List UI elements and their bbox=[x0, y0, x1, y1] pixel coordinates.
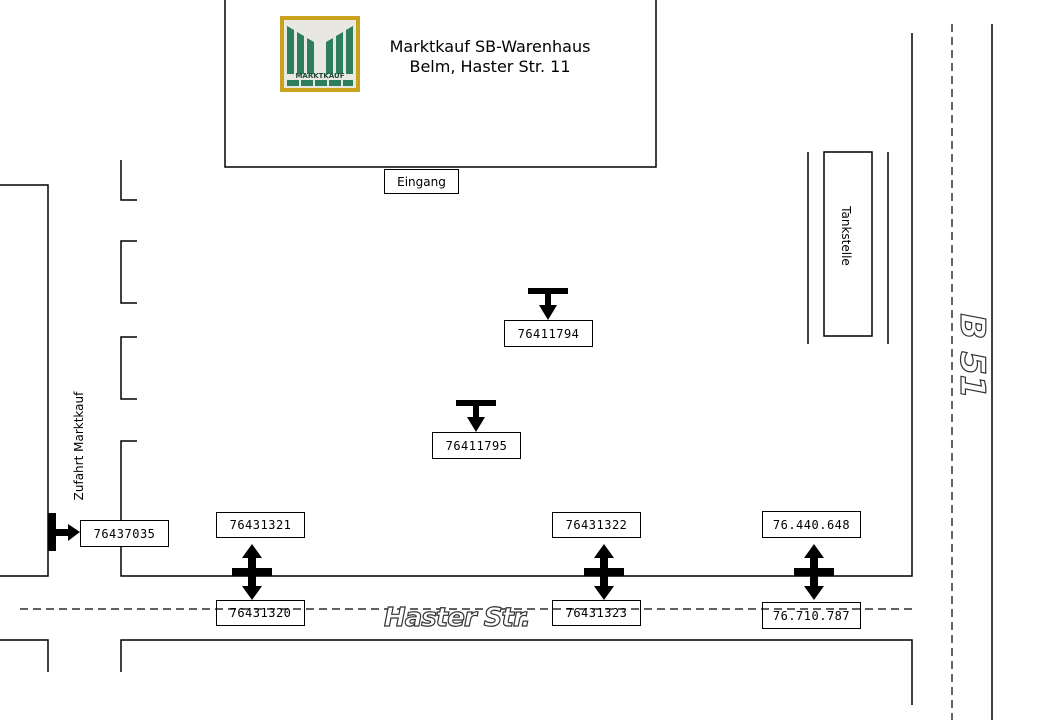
marker-label[interactable]: 76411795 bbox=[432, 432, 521, 459]
store-name: Marktkauf SB-Warenhaus bbox=[389, 37, 591, 56]
marker-label[interactable]: 76411794 bbox=[504, 320, 593, 347]
marker-label[interactable]: 76431323 bbox=[552, 600, 641, 626]
marker-symbol-cross-1 bbox=[232, 544, 272, 600]
access-road-label: Zufahrt Marktkauf bbox=[72, 391, 86, 501]
parking-lot-boundary bbox=[120, 33, 913, 577]
marker-label[interactable]: 76.710.787 bbox=[762, 602, 861, 629]
marker-label[interactable]: 76437035 bbox=[80, 520, 169, 547]
marker-label[interactable]: 76431320 bbox=[216, 600, 305, 626]
street-south-left bbox=[0, 639, 49, 672]
marker-symbol-cross-2 bbox=[584, 544, 624, 600]
street-south-right bbox=[120, 639, 913, 705]
parking-bay-1 bbox=[120, 160, 137, 201]
marktkauf-logo: MARKTKAUF bbox=[280, 16, 360, 92]
parking-bay-3 bbox=[120, 336, 137, 400]
marker-label[interactable]: 76431321 bbox=[216, 512, 305, 538]
gas-station-label: Tankstelle bbox=[839, 206, 853, 266]
gas-station bbox=[823, 151, 873, 337]
street-name-label: Haster Str. bbox=[383, 602, 531, 633]
store-address: Belm, Haster Str. 11 bbox=[409, 57, 571, 76]
marker-symbol-cross-3 bbox=[794, 544, 834, 600]
marker-label[interactable]: 76.440.648 bbox=[762, 511, 861, 538]
marker-label[interactable]: 76431322 bbox=[552, 512, 641, 538]
store-title: Marktkauf SB-Warenhaus Belm, Haster Str.… bbox=[365, 37, 615, 77]
marker-symbol-76411794 bbox=[528, 288, 568, 320]
logo-text: MARKTKAUF bbox=[295, 72, 344, 80]
marker-symbol-76437035 bbox=[48, 513, 80, 551]
entrance-label: Eingang bbox=[384, 169, 459, 194]
parking-bay-2 bbox=[120, 240, 137, 304]
store-building bbox=[224, 0, 657, 168]
marker-symbol-76411795 bbox=[456, 400, 496, 432]
left-building bbox=[0, 184, 49, 577]
highway-name-label: B 51 bbox=[951, 313, 992, 399]
